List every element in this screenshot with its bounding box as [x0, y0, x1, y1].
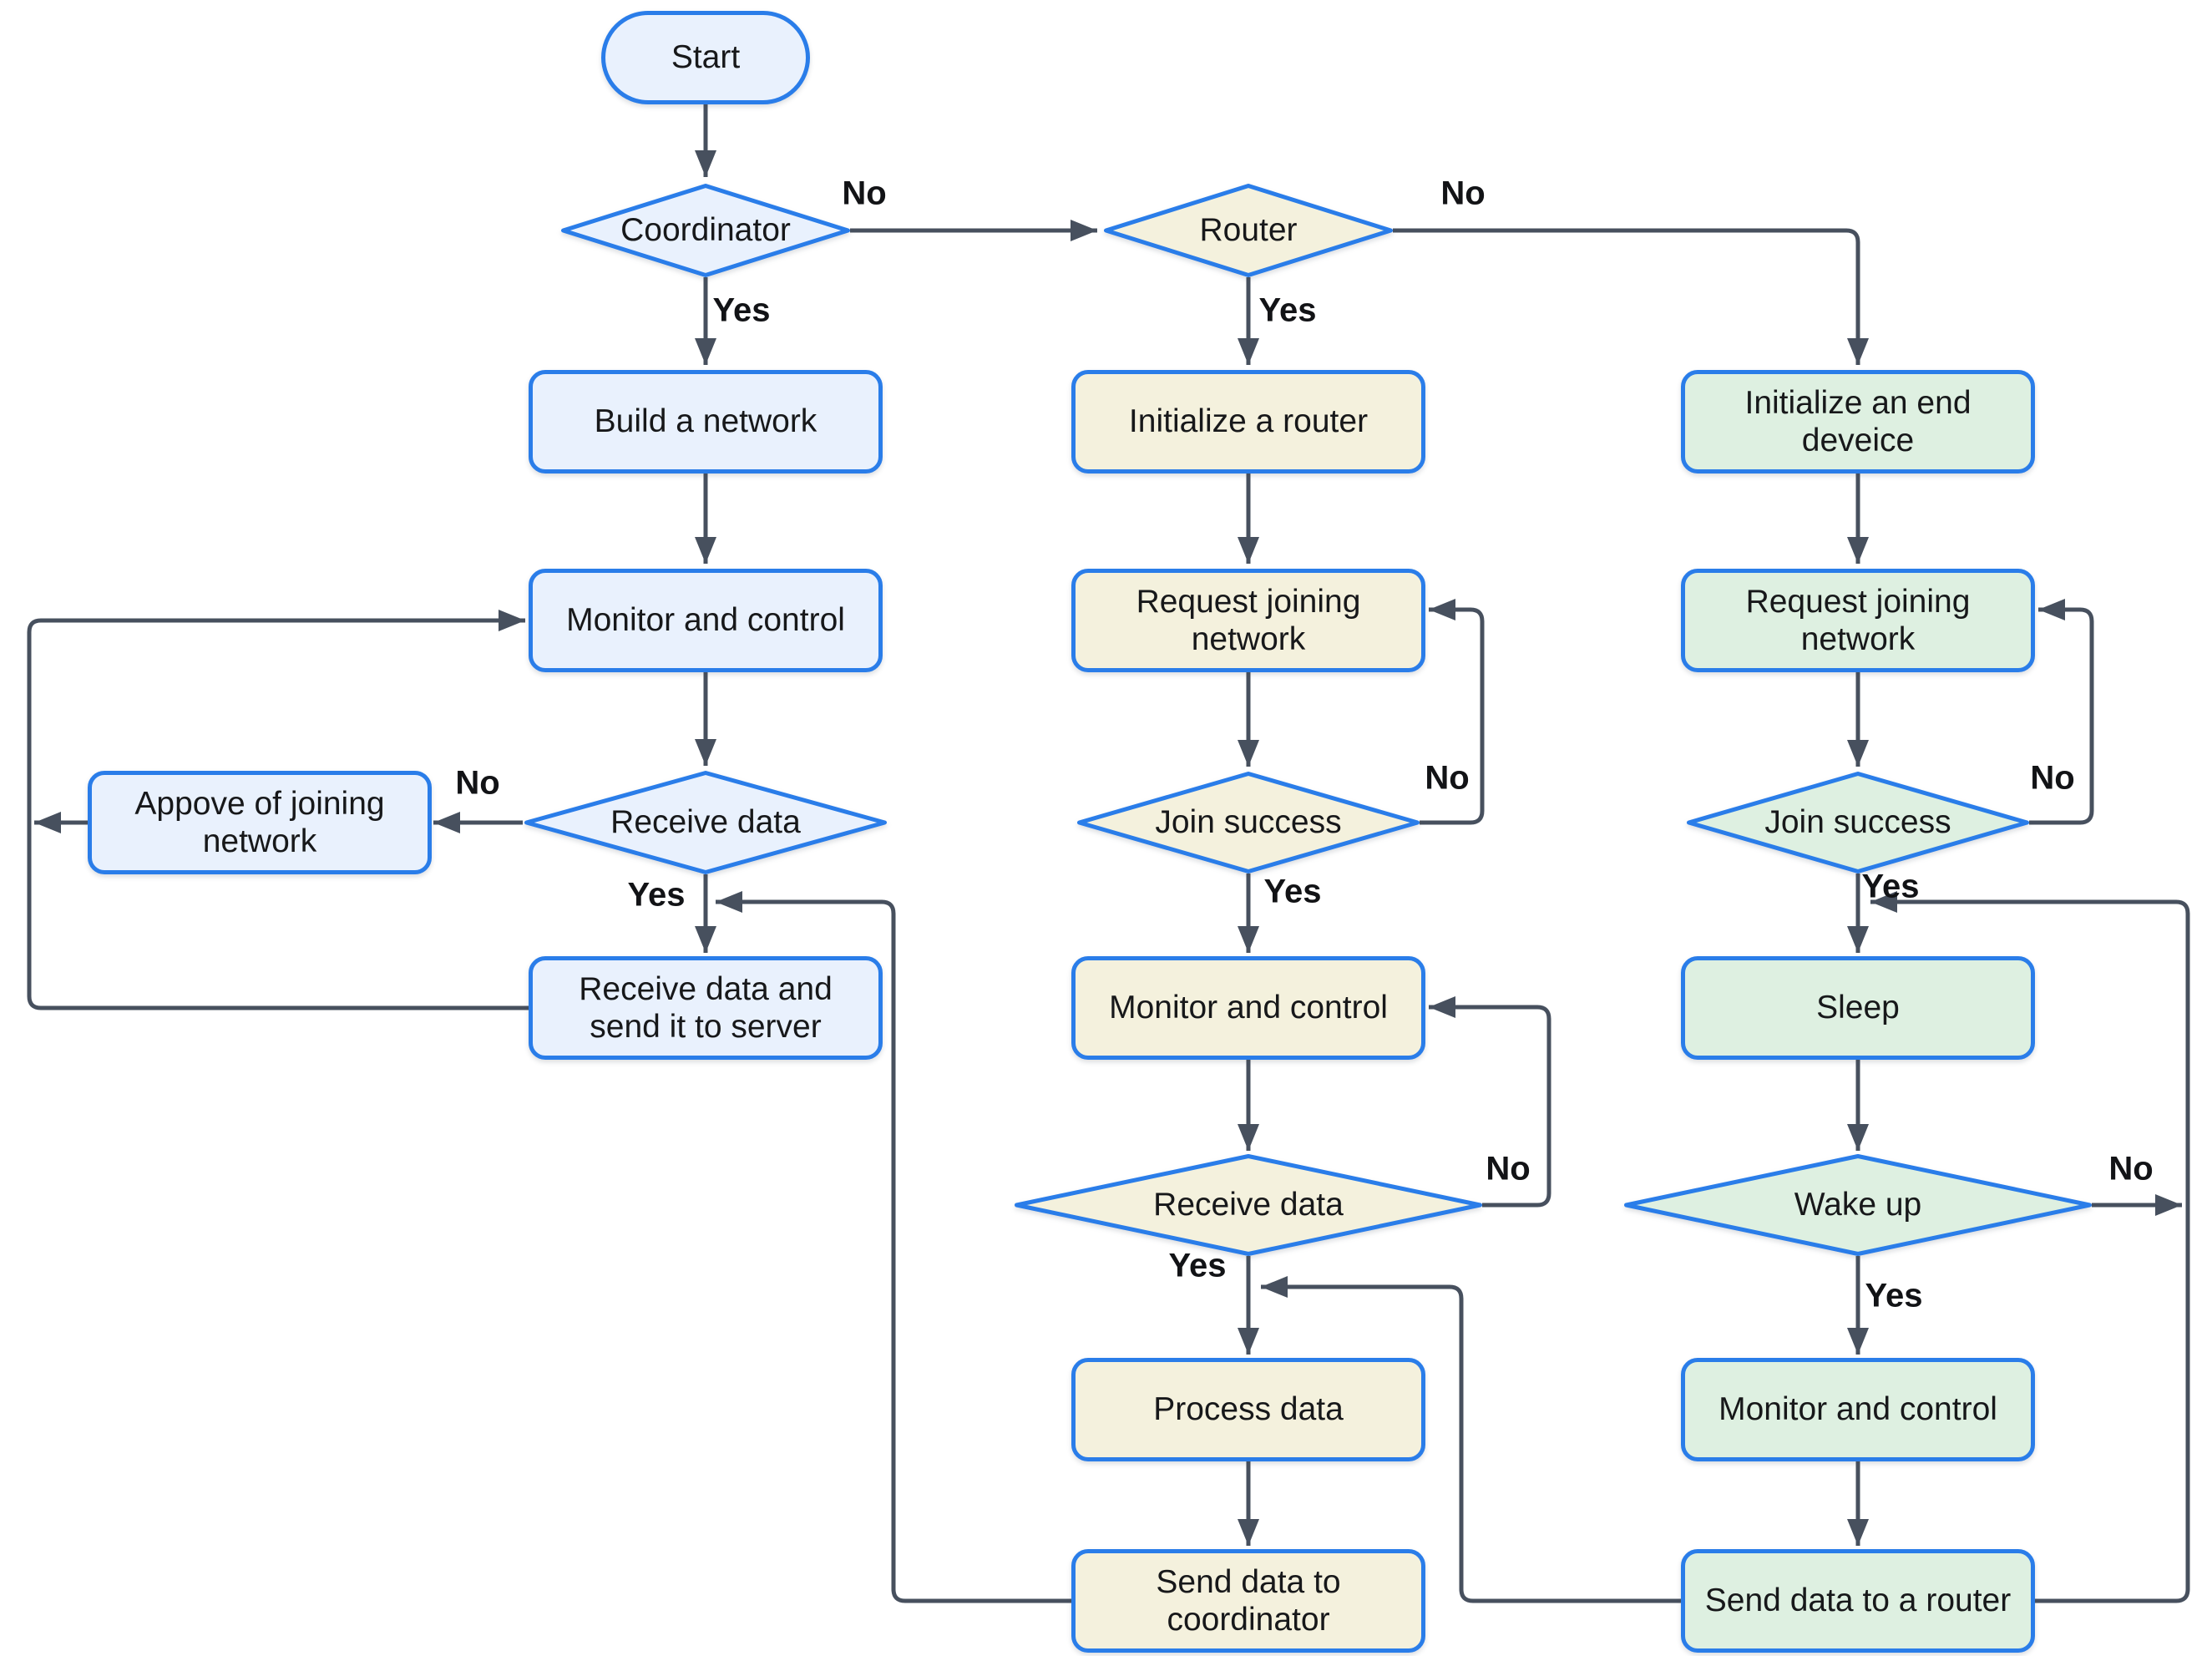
node-start: Start: [601, 11, 810, 104]
node-join-success-router: Join success: [1077, 772, 1420, 874]
node-monitor-control-coordinator-label: Monitor and control: [566, 602, 845, 639]
node-request-joining-router-label: Request joining network: [1136, 583, 1361, 657]
diamond-shape: [1077, 772, 1420, 874]
node-join-success-end-device: Join success: [1687, 772, 2029, 874]
edge-label-wake-yes: Yes: [1865, 1277, 1923, 1314]
node-monitor-control-router: Monitor and control: [1071, 956, 1425, 1060]
edge-joine-no-loop: [2029, 599, 2094, 825]
node-send-data-coordinator: Send data to coordinator: [1071, 1549, 1425, 1653]
edge-label-receive-coordinator-yes: Yes: [627, 876, 686, 914]
node-receive-data-router: Receive data: [1015, 1154, 1482, 1256]
node-approve-joining-label: Appove of joining network: [134, 785, 385, 859]
node-receive-send-server-label: Receive data and send it to server: [579, 970, 833, 1045]
node-wake-up-label: Wake up: [1794, 1187, 1922, 1223]
node-request-joining-end-device: Request joining network: [1681, 569, 2035, 672]
node-join-success-end-device-label: Join success: [1764, 804, 1951, 841]
edge-label-join-router-yes: Yes: [1263, 873, 1322, 910]
node-coordinator-decision-label: Coordinator: [620, 212, 791, 249]
node-approve-joining: Appove of joining network: [88, 771, 432, 874]
node-receive-data-router-label: Receive data: [1153, 1187, 1344, 1223]
edge-label-join-end-no: No: [2030, 759, 2075, 797]
node-initialize-router-label: Initialize a router: [1128, 403, 1369, 440]
node-send-data-coordinator-label: Send data to coordinator: [1156, 1563, 1341, 1638]
node-initialize-router: Initialize a router: [1071, 370, 1425, 474]
diamond-shape: [561, 184, 850, 277]
node-start-label: Start: [671, 39, 741, 76]
node-request-joining-end-device-label: Request joining network: [1745, 583, 1971, 657]
node-request-joining-router: Request joining network: [1071, 569, 1425, 672]
edge-label-receive-coordinator-no: No: [455, 764, 500, 802]
edge-label-router-no: No: [1440, 175, 1486, 212]
edge-label-join-router-no: No: [1425, 759, 1470, 797]
diamond-shape: [1015, 1154, 1482, 1256]
node-receive-send-server: Receive data and send it to server: [529, 956, 883, 1060]
edge-joinr-no-loop: [1420, 599, 1485, 825]
node-monitor-control-end-device-label: Monitor and control: [1718, 1391, 1997, 1428]
edge-label-wake-no: No: [2108, 1150, 2154, 1188]
node-sleep-label: Sleep: [1816, 990, 1900, 1026]
node-monitor-control-router-label: Monitor and control: [1109, 990, 1388, 1026]
node-router-decision-label: Router: [1199, 212, 1298, 249]
node-receive-data-coordinator-label: Receive data: [610, 804, 801, 841]
edge-sendrouter-to-receiver: [1261, 1276, 1681, 1603]
node-initialize-end-device-label: Initialize an end deveice: [1744, 384, 1972, 458]
node-send-data-router: Send data to a router: [1681, 1549, 2035, 1653]
edge-receiver-no-loop: [1429, 996, 1551, 1208]
edge-label-join-end-yes: Yes: [1861, 868, 1920, 905]
node-initialize-end-device: Initialize an end deveice: [1681, 370, 2035, 474]
node-monitor-control-end-device: Monitor and control: [1681, 1358, 2035, 1461]
diamond-shape: [524, 771, 887, 874]
edge-label-coordinator-yes: Yes: [712, 291, 771, 329]
edge-sendrouter-sleep-loop: [1870, 891, 2190, 1603]
node-sleep: Sleep: [1681, 956, 2035, 1060]
edge-router-no: [1393, 228, 1869, 365]
node-monitor-control-coordinator: Monitor and control: [529, 569, 883, 672]
edge-label-receive-router-yes: Yes: [1168, 1247, 1227, 1284]
node-receive-data-coordinator: Receive data: [524, 771, 887, 874]
edge-loop-to-monitorc: [27, 610, 529, 1010]
node-router-decision: Router: [1104, 184, 1393, 277]
node-build-network-label: Build a network: [594, 403, 817, 440]
node-coordinator-decision: Coordinator: [561, 184, 850, 277]
node-process-data-label: Process data: [1153, 1391, 1344, 1428]
diamond-shape: [1687, 772, 2029, 874]
node-build-network: Build a network: [529, 370, 883, 474]
node-process-data: Process data: [1071, 1358, 1425, 1461]
node-join-success-router-label: Join success: [1155, 804, 1342, 841]
edge-label-coordinator-no: No: [842, 175, 887, 212]
node-wake-up: Wake up: [1624, 1154, 2092, 1256]
node-send-data-router-label: Send data to a router: [1704, 1583, 2012, 1619]
edge-label-receive-router-no: No: [1486, 1150, 1531, 1188]
edge-sendcoord-to-receivec: [716, 891, 1071, 1603]
diamond-shape: [1104, 184, 1393, 277]
diamond-shape: [1624, 1154, 2092, 1256]
edge-label-router-yes: Yes: [1258, 291, 1317, 329]
